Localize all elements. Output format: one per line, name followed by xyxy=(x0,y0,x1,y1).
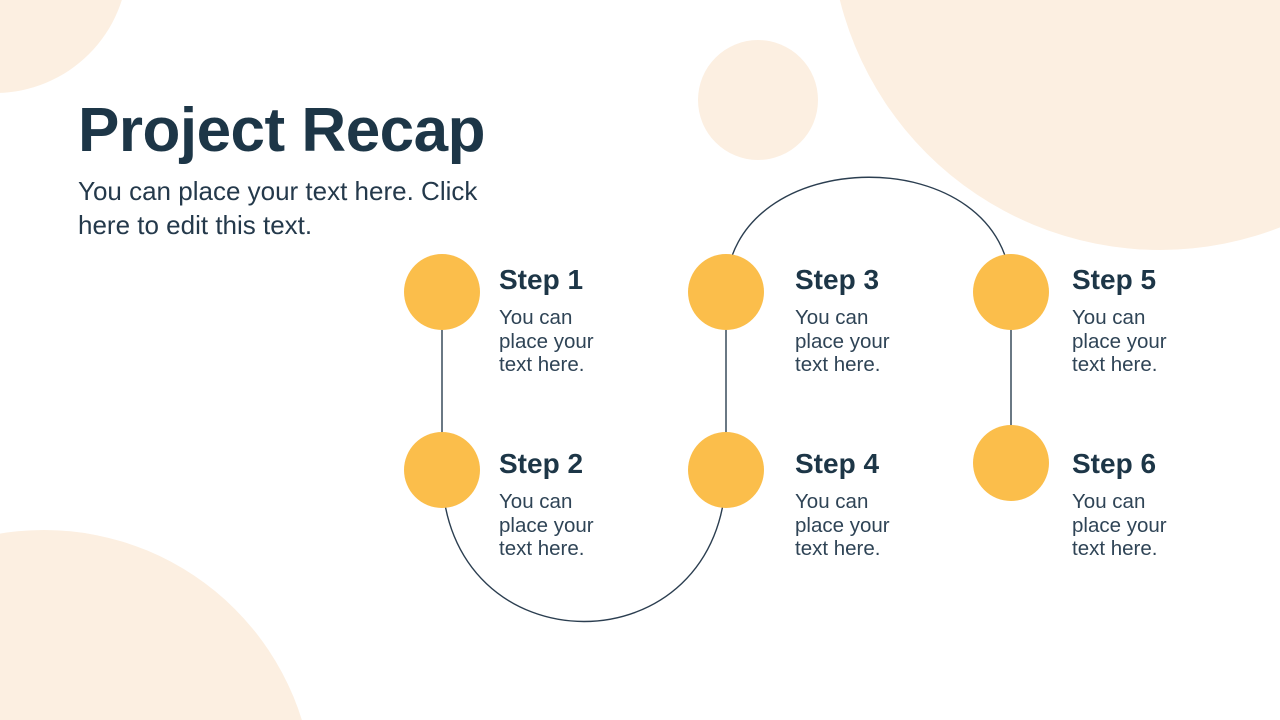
step-4-description[interactable]: You can place your text here. xyxy=(795,490,890,561)
step-6-circle xyxy=(973,425,1049,501)
step-6-description[interactable]: You can place your text here. xyxy=(1072,490,1167,561)
peach-circle-top-left-icon xyxy=(0,0,128,93)
peach-circle-bottom-left-icon xyxy=(0,530,314,720)
slide-subtitle[interactable]: You can place your text here. Click here… xyxy=(78,176,478,241)
step-6-label[interactable]: Step 6 xyxy=(1072,448,1157,479)
step-3-label[interactable]: Step 3 xyxy=(795,264,880,295)
page-title[interactable]: Project Recap xyxy=(78,95,486,165)
peach-circle-top-middle-icon xyxy=(698,40,818,160)
step-1-text-block[interactable]: Step 1 You can place your text here. xyxy=(499,265,611,377)
step-1-label[interactable]: Step 1 xyxy=(499,264,584,295)
step-4-label[interactable]: Step 4 xyxy=(795,448,880,479)
step-3-description[interactable]: You can place your text here. xyxy=(795,306,890,377)
step-2-label[interactable]: Step 2 xyxy=(499,448,584,479)
peach-circle-top-right-icon xyxy=(830,0,1280,250)
step-3-text-block[interactable]: Step 3 You can place your text here. xyxy=(795,265,907,377)
step-1-circle xyxy=(404,254,480,330)
step-2-circle xyxy=(404,432,480,508)
step-1-description[interactable]: You can place your text here. xyxy=(499,306,594,377)
step-5-label[interactable]: Step 5 xyxy=(1072,264,1157,295)
step-6-text-block[interactable]: Step 6 You can place your text here. xyxy=(1072,449,1184,561)
step-2-text-block[interactable]: Step 2 You can place your text here. xyxy=(499,449,611,561)
step-5-circle xyxy=(973,254,1049,330)
step-5-text-block[interactable]: Step 5 You can place your text here. xyxy=(1072,265,1184,377)
step-3-circle xyxy=(688,254,764,330)
step-5-description[interactable]: You can place your text here. xyxy=(1072,306,1167,377)
step-4-text-block[interactable]: Step 4 You can place your text here. xyxy=(795,449,907,561)
step-4-circle xyxy=(688,432,764,508)
step-2-description[interactable]: You can place your text here. xyxy=(499,490,594,561)
